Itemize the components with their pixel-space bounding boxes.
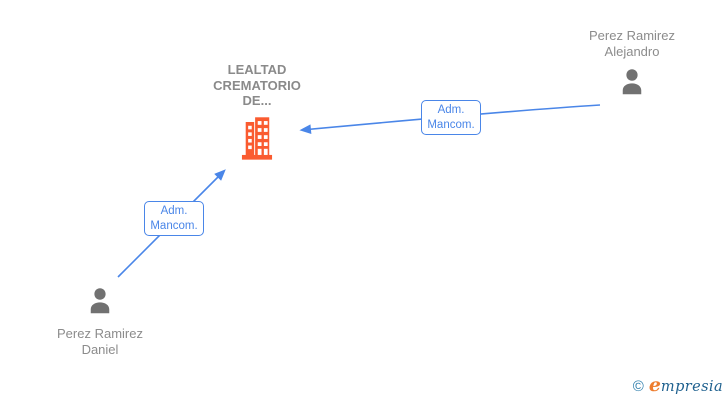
edge-label-line2: Mancom. — [150, 220, 198, 232]
building-icon — [241, 116, 273, 165]
edge-label-line2: Mancom. — [427, 119, 475, 131]
person-icon — [617, 66, 647, 102]
person-icon — [85, 285, 115, 321]
brand-rest: mpresia — [660, 379, 723, 395]
brand-initial: e — [648, 374, 661, 396]
company-name: LEALTAD CREMATORIO DE... — [213, 62, 301, 108]
company-node-lealtad-crematorio[interactable]: LEALTAD CREMATORIO DE... — [201, 62, 313, 165]
person-node-perez-ramirez-daniel[interactable]: Perez Ramirez Daniel — [53, 285, 147, 357]
empresia-brand-text: empresia — [649, 374, 723, 396]
edge-label-adm-mancom-daniel[interactable]: Adm. Mancom. — [144, 201, 204, 236]
edge-label-adm-mancom-alejandro[interactable]: Adm. Mancom. — [421, 100, 481, 135]
person-name: Perez Ramirez Alejandro — [589, 28, 675, 59]
edge-label-line1: Adm. — [160, 205, 188, 217]
empresia-logo[interactable]: © empresia — [633, 374, 723, 396]
person-node-perez-ramirez-alejandro[interactable]: Perez Ramirez Alejandro — [585, 28, 679, 102]
copyright-icon: © — [632, 378, 644, 395]
person-name: Perez Ramirez Daniel — [57, 326, 143, 357]
edge-label-line1: Adm. — [437, 104, 465, 116]
